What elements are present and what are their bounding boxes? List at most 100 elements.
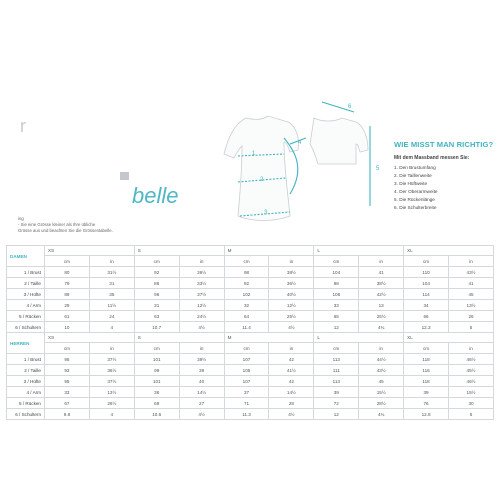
measurement-value: 46½ (448, 353, 494, 365)
measurement-value: 37½ (88, 353, 135, 365)
measurement-value: 36½ (88, 364, 135, 376)
measurement-value: 40½ (268, 288, 315, 300)
measurement-value: 28 (268, 397, 315, 409)
measurement-value: 104 (403, 277, 450, 289)
measurement-value: 5 (448, 408, 494, 420)
measurement-step: 3. Die Hüftweite (394, 181, 428, 186)
measurement-value: 37½ (178, 288, 225, 300)
label-waist: 2 (260, 177, 264, 183)
measurement-value: 29 (44, 299, 90, 311)
measurement-value: 46½ (448, 375, 494, 387)
mens-shirt-outline (309, 117, 369, 165)
measurement-value: 26 (448, 310, 494, 322)
size-tip-line: ing (18, 216, 24, 221)
measurement-value: 9.8 (44, 408, 90, 420)
unit-header: cm (44, 255, 90, 267)
measurement-value: 41 (358, 266, 405, 278)
measurement-value: 37 (223, 386, 270, 398)
measurement-value: 11.4 (223, 321, 270, 333)
measurement-value: 66 (403, 310, 450, 322)
brand-word: belle (132, 183, 179, 208)
measurement-value: 86 (133, 277, 180, 289)
unit-header: in (358, 255, 405, 267)
measurement-value: 92 (223, 277, 270, 289)
measurement-value: 72 (313, 397, 360, 409)
measurement-value: 36 (133, 386, 180, 398)
measurement-value: 36½ (268, 277, 315, 289)
measurement-value: 39 (403, 386, 450, 398)
size-header: M (223, 332, 315, 343)
measurement-value: 34 (403, 299, 450, 311)
unit-header: in (268, 342, 315, 354)
measurement-value: 69 (133, 397, 180, 409)
measurement-value: 45 (358, 375, 405, 387)
measurement-value: 98 (223, 266, 270, 278)
measurement-label: 2 / Taille (6, 364, 45, 376)
measurement-value: 4½ (268, 408, 315, 420)
category-label: HERREN (6, 332, 45, 354)
unit-header: cm (223, 255, 270, 267)
size-header: XL (403, 245, 494, 256)
brand-letter: r (20, 116, 27, 136)
measurement-label: 4 / Arm (6, 386, 45, 398)
measurement-value: 11½ (88, 299, 135, 311)
measurement-value: 99 (133, 364, 180, 376)
measurement-value: 95 (44, 353, 90, 365)
measurement-value: 40 (178, 375, 225, 387)
size-header: XL (403, 332, 494, 343)
measurement-value: 101 (133, 353, 180, 365)
measurement-value: 4¾ (358, 408, 405, 420)
measurement-value: 32 (223, 299, 270, 311)
measurement-value: 41½ (268, 364, 315, 376)
measurement-value: 104 (313, 266, 360, 278)
unit-header: cm (403, 255, 450, 267)
measurement-label: 6 / Schultern (6, 321, 45, 333)
measurement-value: 42 (268, 375, 315, 387)
measurement-value: 13½ (448, 299, 494, 311)
unit-header: in (448, 342, 494, 354)
label-back: 5 (376, 166, 380, 172)
unit-header: cm (133, 255, 180, 267)
size-header: M (223, 245, 315, 256)
measurement-value: 24½ (178, 310, 225, 322)
size-header: S (133, 245, 225, 256)
unit-header: in (448, 255, 494, 267)
measurement-value: 92 (133, 266, 180, 278)
measurement-value: 25½ (358, 310, 405, 322)
measurement-value: 33 (313, 299, 360, 311)
measurement-value: 101 (133, 375, 180, 387)
size-header: L (313, 332, 405, 343)
measurement-value: 4½ (178, 408, 225, 420)
measurement-value: 93 (44, 364, 90, 376)
measurement-value: 41 (448, 277, 494, 289)
measurement-value: 33½ (178, 277, 225, 289)
measurement-value: 107 (223, 353, 270, 365)
measurement-value: 39½ (178, 353, 225, 365)
unit-header: in (178, 342, 225, 354)
measurement-value: 31½ (88, 266, 135, 278)
measurement-value: 110 (403, 266, 450, 278)
measurement-value: 39 (313, 386, 360, 398)
label-arm: 4 (298, 140, 302, 146)
measurement-value: 43½ (358, 364, 405, 376)
measurement-value: 14½ (178, 386, 225, 398)
measurement-value: 14½ (268, 386, 315, 398)
measurement-value: 67 (44, 397, 90, 409)
unit-header: in (178, 255, 225, 267)
unit-header: in (88, 342, 135, 354)
label-shoulder: 6 (348, 104, 352, 110)
measurement-value: 102 (223, 288, 270, 300)
measurement-value: 4¾ (358, 321, 405, 333)
measurement-value: 33 (44, 386, 90, 398)
measurement-step: 4. Der Oberarmweite (394, 189, 438, 194)
womens-shirt-outline (223, 115, 299, 221)
measurement-value: 118 (403, 353, 450, 365)
measurement-value: 108 (313, 288, 360, 300)
measurement-value: 71 (223, 397, 270, 409)
